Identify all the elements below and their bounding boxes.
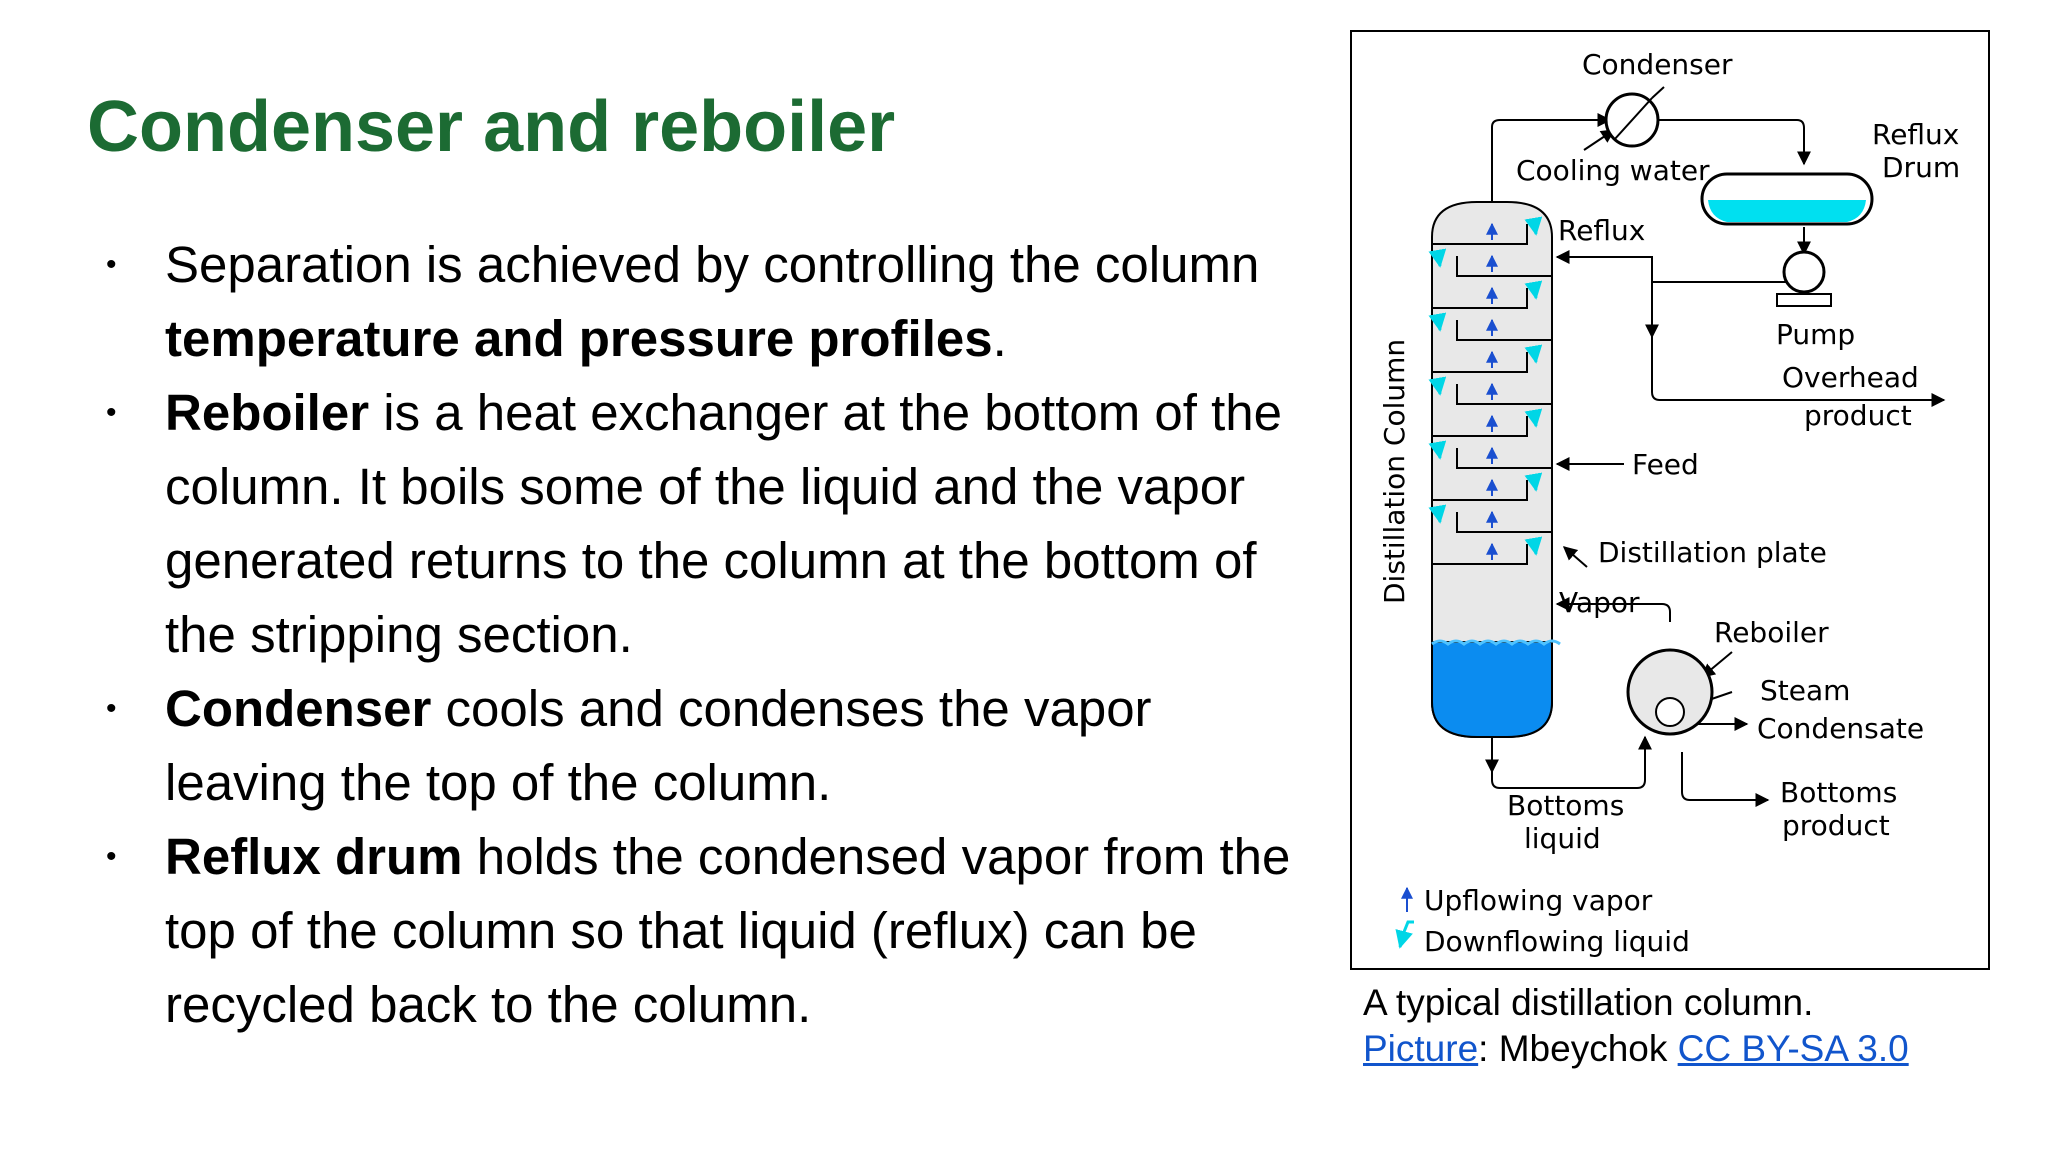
diagram-svg: Condenser Cooling water Reflux Drum Refl… xyxy=(1378,48,1960,958)
liquid-arrow xyxy=(1524,472,1543,492)
caption-author: : Mbeychok xyxy=(1478,1028,1678,1069)
slide-title: Condenser and reboiler xyxy=(87,87,896,167)
tray xyxy=(1456,320,1552,341)
liquid-arrow xyxy=(1524,344,1543,364)
label-overhead-2: product xyxy=(1804,399,1912,432)
liquid-arrow xyxy=(1524,408,1543,428)
liquid-arrow xyxy=(1428,376,1447,396)
distillation-diagram: Condenser Cooling water Reflux Drum Refl… xyxy=(1350,30,1990,970)
tray xyxy=(1456,384,1552,405)
bullet-item: Reflux drum holds the condensed vapor fr… xyxy=(100,820,1300,1042)
picture-link[interactable]: Picture xyxy=(1363,1028,1479,1069)
liquid-arrow xyxy=(1428,440,1447,460)
bullet-item: Condenser cools and condenses the vapor … xyxy=(100,672,1300,820)
bottoms-liquid-pool xyxy=(1431,641,1553,738)
legend-symbols xyxy=(1395,886,1414,949)
label-reboiler: Reboiler xyxy=(1714,616,1829,649)
label-legend-upflow: Upflowing vapor xyxy=(1424,884,1653,917)
bullet-text: . xyxy=(992,310,1007,367)
license-link[interactable]: CC BY-SA 3.0 xyxy=(1677,1028,1909,1069)
caption-text: A typical distillation column. xyxy=(1363,982,1814,1023)
bullet-bold-text: temperature and pressure profiles xyxy=(165,310,993,367)
liquid-arrow xyxy=(1428,248,1447,268)
label-reflux-drum-1: Reflux xyxy=(1872,118,1959,151)
reboiler-unit xyxy=(1626,648,1714,736)
label-bottoms-product-1: Bottoms xyxy=(1780,776,1897,809)
bullet-item: Reboiler is a heat exchanger at the bott… xyxy=(100,376,1300,672)
liquid-arrow xyxy=(1428,504,1447,524)
label-bottoms-liquid-1: Bottoms xyxy=(1507,789,1624,822)
label-bottoms-product-2: product xyxy=(1782,809,1890,842)
label-bottoms-liquid-2: liquid xyxy=(1524,822,1601,855)
liquid-arrow xyxy=(1524,216,1543,236)
label-condenser: Condenser xyxy=(1582,48,1733,81)
label-reflux-drum-2: Drum xyxy=(1882,151,1960,184)
tray xyxy=(1456,256,1552,277)
tray xyxy=(1456,512,1552,533)
label-cooling-water: Cooling water xyxy=(1516,154,1710,187)
bullet-text: cools and condenses the vapor leaving th… xyxy=(165,680,1152,811)
bullet-item: Separation is achieved by controlling th… xyxy=(100,228,1300,376)
figure-caption: A typical distillation column. Picture: … xyxy=(1363,980,1909,1072)
bullet-list: Separation is achieved by controlling th… xyxy=(100,228,1300,1042)
bullet-bold-text: Reflux drum xyxy=(165,828,463,885)
label-overhead-1: Overhead xyxy=(1782,361,1919,394)
bullet-text: holds the condensed vapor from the top o… xyxy=(165,828,1291,1033)
label-distillation-plate: Distillation plate xyxy=(1598,536,1827,569)
tray xyxy=(1456,448,1552,469)
bullet-text: is a heat exchanger at the bottom of the… xyxy=(165,384,1282,663)
distillation-column xyxy=(1428,201,1561,738)
label-feed: Feed xyxy=(1632,448,1699,481)
label-condensate: Condensate xyxy=(1757,712,1924,745)
reflux-drum-vessel xyxy=(1700,172,1874,226)
piping xyxy=(1485,113,1946,807)
bullet-bold-text: Condenser xyxy=(165,680,432,737)
label-vapor: Vapor xyxy=(1559,586,1640,619)
pump-unit xyxy=(1776,250,1832,307)
condenser-unit xyxy=(1604,86,1665,148)
label-reflux: Reflux xyxy=(1558,214,1645,247)
liquid-arrow xyxy=(1524,536,1543,556)
label-pump: Pump xyxy=(1776,318,1855,351)
liquid-arrow xyxy=(1524,280,1543,300)
distillation-plates xyxy=(1428,216,1552,565)
bullet-text: Separation is achieved by controlling th… xyxy=(165,236,1260,293)
liquid-arrow xyxy=(1428,312,1447,332)
label-distillation-column: Distillation Column xyxy=(1378,339,1411,604)
bullet-bold-text: Reboiler xyxy=(165,384,370,441)
caption-credit: Picture: Mbeychok CC BY-SA 3.0 xyxy=(1363,1026,1909,1072)
label-legend-downflow: Downflowing liquid xyxy=(1424,925,1690,958)
label-steam: Steam xyxy=(1760,674,1850,707)
